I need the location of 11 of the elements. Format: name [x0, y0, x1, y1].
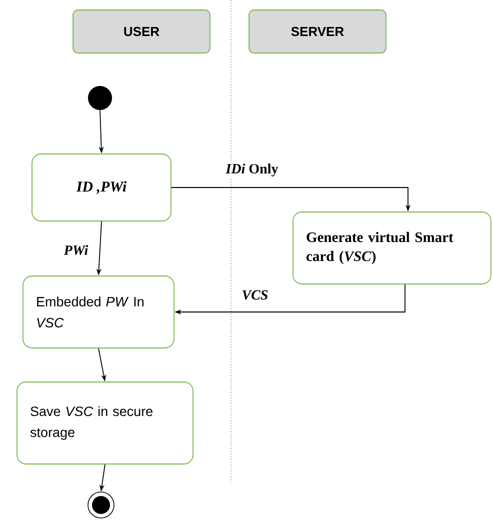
process-box: Save VSC in secure storage	[16, 382, 194, 464]
edge-label: PWi	[62, 244, 90, 256]
process-box: ID ,PWi	[32, 154, 172, 222]
end-node	[88, 492, 114, 518]
lane-header: SERVER	[248, 10, 386, 54]
edge-label: VCS	[240, 289, 270, 301]
edge-label: IDi Only	[224, 162, 280, 178]
lane-header: USER	[72, 10, 210, 54]
process-box: Embedded PW In VSC	[22, 276, 174, 348]
process-box: Generate virtual Smart card (VSC)	[292, 212, 492, 284]
start-node	[88, 86, 112, 110]
